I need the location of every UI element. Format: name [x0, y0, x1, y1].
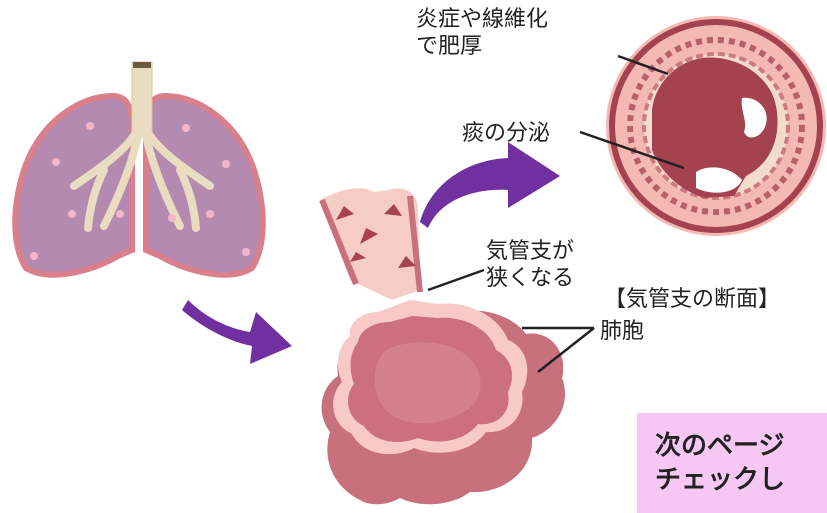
callout-line2: チェックし — [655, 463, 827, 497]
label-narrowing: 気管支が 狭くなる — [486, 238, 574, 292]
label-thickening-line1: 炎症や線維化 — [416, 7, 548, 32]
label-sputum: 痰の分泌 — [462, 120, 550, 147]
lungs-illustration — [15, 62, 263, 275]
callout-line1: 次のページ — [655, 429, 827, 463]
label-thickening: 炎症や線維化 で肥厚 — [416, 6, 548, 60]
next-page-callout: 次のページ チェックし — [637, 413, 827, 513]
label-thickening-line2: で肥厚 — [416, 34, 482, 59]
label-narrowing-line1: 気管支が — [486, 239, 574, 264]
label-narrowing-line2: 狭くなる — [486, 266, 574, 291]
bronchiole-alveoli-illustration — [320, 188, 565, 504]
arrow-lungs-to-bronchiole — [182, 300, 292, 364]
bronchus-cross-section-illustration — [606, 16, 826, 236]
arrow-bronchiole-to-cross-section — [420, 142, 560, 228]
label-cross-section: 【気管支の断面】 — [604, 286, 780, 313]
label-alveoli: 肺胞 — [600, 318, 644, 345]
